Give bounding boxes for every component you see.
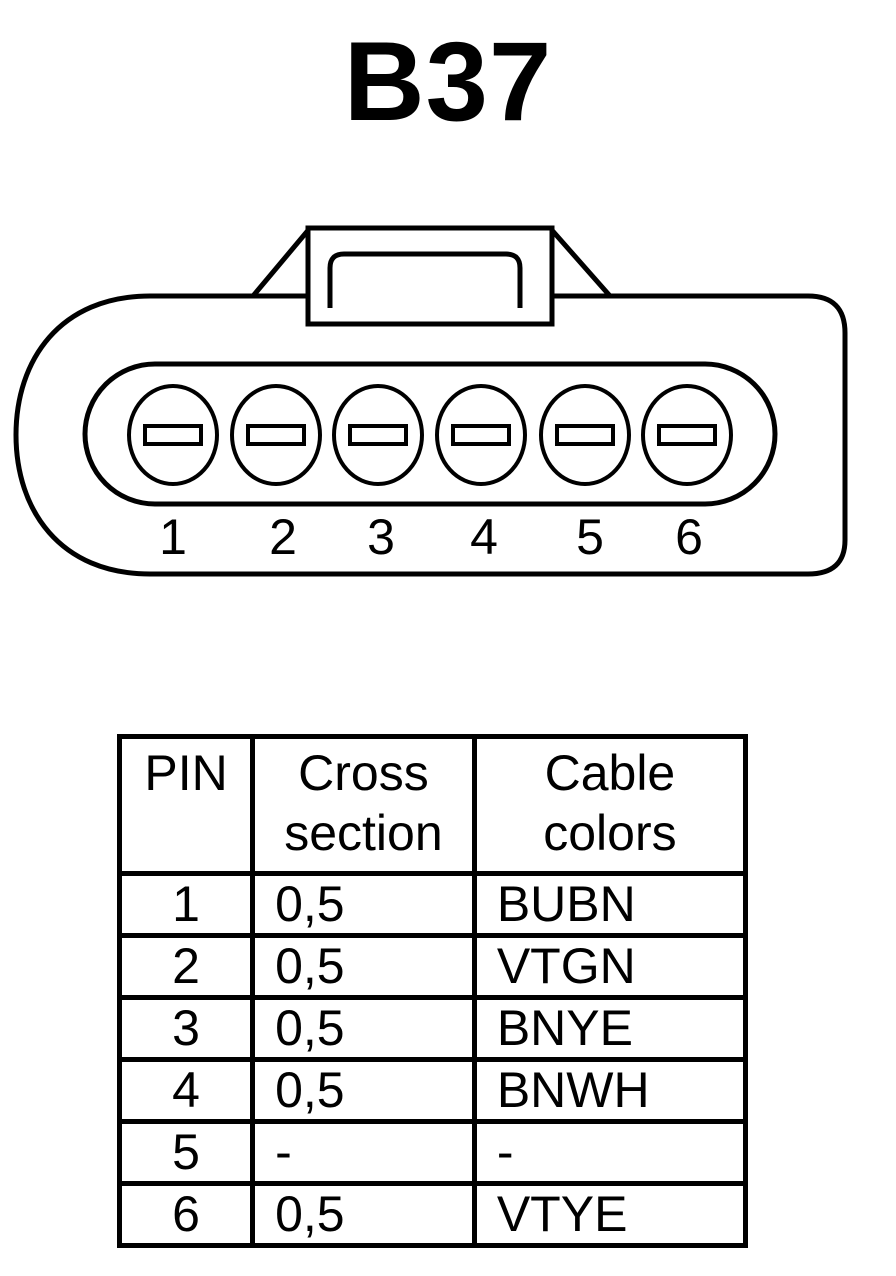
table-row: 2 0,5 VTGN [116, 933, 749, 1000]
table-header-row: PIN Cross section Cable colors [116, 734, 749, 876]
pin-contact-5 [555, 424, 615, 446]
pin-contact-4 [451, 424, 511, 446]
pin-number-label: 1 [159, 509, 187, 565]
cell-cable-colors: - [471, 1119, 749, 1186]
cell-cable-colors: BUBN [471, 871, 749, 938]
connector-title: B37 [343, 19, 553, 144]
table-row: 3 0,5 BNYE [116, 995, 749, 1062]
cell-cross-section: 0,5 [250, 933, 477, 1000]
cell-cross-section: 0,5 [250, 995, 477, 1062]
pin-contact-1 [143, 424, 203, 446]
latch-window [327, 251, 523, 308]
pin-assignment-table: PIN Cross section Cable colors 1 0,5 BUB… [116, 734, 749, 1248]
cell-cable-colors: BNYE [471, 995, 749, 1062]
cell-cross-section: 0,5 [250, 1181, 477, 1248]
cell-cable-colors: BNWH [471, 1057, 749, 1124]
pin-number-label: 6 [675, 509, 703, 565]
cell-cross-section: 0,5 [250, 871, 477, 938]
cell-cross-section: - [250, 1119, 477, 1186]
table-row: 1 0,5 BUBN [116, 871, 749, 938]
cell-cross-section: 0,5 [250, 1057, 477, 1124]
header-cable-colors-line-2: colors [543, 805, 677, 861]
pin-number-label: 4 [470, 509, 498, 565]
cell-pin: 6 [116, 1181, 256, 1248]
header-cross-section: Cross section [250, 734, 477, 876]
pin-contact-3 [348, 424, 408, 446]
table-row: 5 - - [116, 1119, 749, 1186]
table-row: 6 0,5 VTYE [116, 1181, 749, 1248]
cell-pin: 4 [116, 1057, 256, 1124]
connector-diagram: 1 2 3 4 5 6 [13, 225, 848, 577]
cell-cable-colors: VTGN [471, 933, 749, 1000]
latch-tab [305, 225, 555, 327]
header-pin: PIN [116, 734, 256, 876]
pin-number-label: 3 [367, 509, 395, 565]
pin-number-label: 2 [269, 509, 297, 565]
cell-pin: 3 [116, 995, 256, 1062]
pin-number-label: 5 [576, 509, 604, 565]
cell-pin: 1 [116, 871, 256, 938]
cell-pin: 5 [116, 1119, 256, 1186]
header-cable-colors-line-1: Cable [544, 745, 676, 801]
pin-contact-2 [246, 424, 306, 446]
header-cross-section-line-1: Cross [298, 745, 429, 801]
pin-contact-6 [657, 424, 717, 446]
header-cable-colors: Cable colors [471, 734, 749, 876]
table-row: 4 0,5 BNWH [116, 1057, 749, 1124]
header-cross-section-line-2: section [284, 805, 443, 861]
cell-cable-colors: VTYE [471, 1181, 749, 1248]
cell-pin: 2 [116, 933, 256, 1000]
